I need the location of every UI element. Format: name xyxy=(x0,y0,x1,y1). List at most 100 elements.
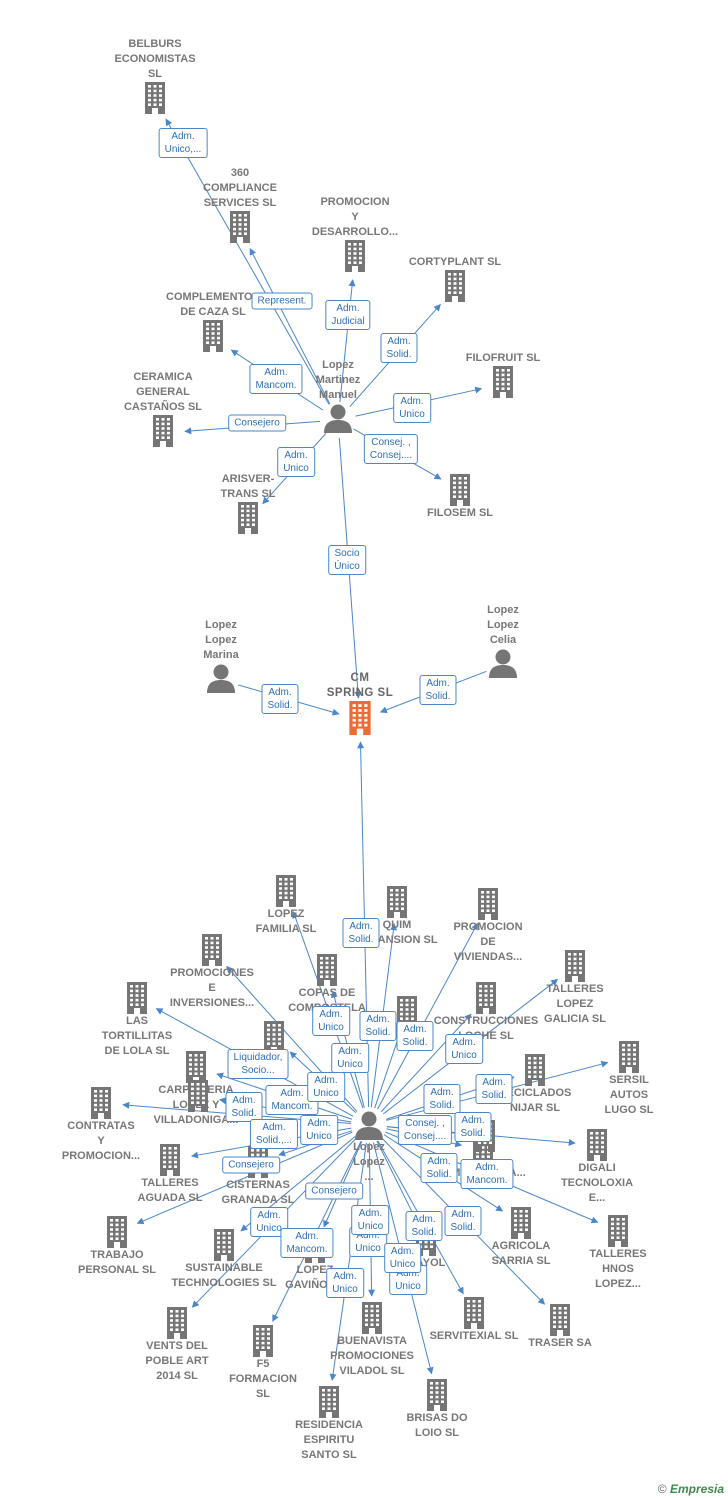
edge-role-label[interactable]: Adm. Unico xyxy=(393,393,431,423)
edge-role-label[interactable]: Consejero xyxy=(222,1156,280,1174)
building-icon xyxy=(427,1379,447,1411)
company-node[interactable]: AGRICOLA SARRIA SL xyxy=(461,1207,581,1269)
company-node[interactable]: CERAMICA GENERAL CASTAÑOS SL xyxy=(103,370,223,447)
company-node[interactable]: BRISAS DO LOIO SL xyxy=(377,1379,497,1441)
company-node[interactable]: FILOFRUIT SL xyxy=(443,351,563,398)
company-node[interactable]: RESIDENCIA ESPIRITU SANTO SL xyxy=(269,1386,389,1463)
edge-role-label[interactable]: Socio Único xyxy=(328,545,366,575)
edge-role-label[interactable]: Adm. Unico xyxy=(331,1043,369,1073)
person-node[interactable]: Lopez Lopez Celia xyxy=(443,603,563,678)
company-node[interactable]: ARISVER- TRANS SL xyxy=(188,472,308,534)
company-node[interactable]: TALLERES LOPEZ GALICIA SL xyxy=(515,950,635,1027)
edge-role-label[interactable]: Adm. Solid. xyxy=(454,1112,492,1142)
building-icon xyxy=(464,1297,484,1329)
edge-role-label[interactable]: Adm. Solid. xyxy=(419,675,457,705)
edge-role-label[interactable]: Adm. Unico xyxy=(307,1072,345,1102)
edge-role-label[interactable]: Adm. Solid.,... xyxy=(249,1119,299,1149)
building-icon xyxy=(202,934,222,966)
edge-line xyxy=(376,1140,417,1221)
edge-role-label[interactable]: Adm. Unico xyxy=(300,1115,338,1145)
edge-role-label[interactable]: Adm. Judicial xyxy=(325,300,371,330)
company-node[interactable]: TALLERES HNOS LOPEZ... xyxy=(558,1215,678,1292)
edge-role-label[interactable]: Adm. Solid. xyxy=(396,1021,434,1051)
edge-role-label[interactable]: Adm. Solid. xyxy=(475,1074,513,1104)
node-label: TALLERES HNOS LOPEZ... xyxy=(589,1248,647,1290)
company-node[interactable]: F5 FORMACION SL xyxy=(203,1325,323,1402)
company-node[interactable] xyxy=(138,1080,258,1112)
company-node[interactable]: SUSTAINABLE TECHNOLOGIES SL xyxy=(164,1229,284,1291)
building-icon xyxy=(317,954,337,986)
company-node[interactable]: COMPLEMENTOS DE CAZA SL xyxy=(153,290,273,352)
node-label: AGRICOLA SARRIA SL xyxy=(491,1240,551,1267)
edge-role-label[interactable]: Adm. Mancom. xyxy=(280,1228,334,1258)
company-node[interactable]: VENTS DEL POBLE ART 2014 SL xyxy=(117,1307,237,1384)
node-label: BRISAS DO LOIO SL xyxy=(406,1412,468,1439)
edge-role-label[interactable]: Adm. Solid. xyxy=(261,684,299,714)
edge-role-label[interactable]: Adm. Solid. xyxy=(444,1206,482,1236)
company-node[interactable]: LOPEZ FAMILIA SL xyxy=(226,875,346,937)
edge-role-label[interactable]: Adm. Unico xyxy=(312,1006,350,1036)
building-icon xyxy=(362,1302,382,1334)
node-label: Lopez Lopez ... xyxy=(353,1141,385,1183)
edge-role-label[interactable]: Adm. Solid. xyxy=(359,1011,397,1041)
node-label: TRABAJO PERSONAL SL xyxy=(77,1249,157,1276)
node-label: Lopez Lopez Marina xyxy=(203,619,239,661)
edge-role-label[interactable]: Consej. , Consej.... xyxy=(397,1115,453,1146)
edge-role-label[interactable]: Adm. Mancom. xyxy=(249,364,303,394)
edge-role-label[interactable]: Adm. Unico xyxy=(445,1034,483,1064)
company-node[interactable]: PROMOCIONES E INVERSIONES... xyxy=(152,934,272,1011)
node-label: COMPLEMENTOS DE CAZA SL xyxy=(166,291,260,318)
company-node[interactable]: CONTRATAS Y PROMOCION... xyxy=(41,1087,161,1164)
company-node[interactable] xyxy=(214,1021,334,1053)
company-node[interactable]: DIGALI TECNOLOXIA E... xyxy=(537,1129,657,1206)
company-node[interactable]: TALLERES AGUADA SL xyxy=(110,1144,230,1206)
edge-role-label[interactable]: Adm. Unico xyxy=(351,1204,390,1235)
company-node[interactable]: PROMOCION Y DESARROLLO... xyxy=(295,195,415,272)
edge-role-label[interactable]: Adm. Solid. xyxy=(342,918,380,948)
building-icon xyxy=(476,982,496,1014)
edge-role-label[interactable]: Liquidador, Socio... xyxy=(227,1049,289,1079)
edge-role-label[interactable]: Adm. Solid. xyxy=(420,1153,458,1183)
node-label: CISTERNAS GRANADA SL xyxy=(221,1179,295,1206)
edge-role-label[interactable]: Consejero xyxy=(305,1182,363,1200)
company-node[interactable]: SERVITEXIAL SL xyxy=(414,1297,534,1344)
edge-role-label[interactable]: Adm. Solid. xyxy=(423,1084,461,1114)
building-icon xyxy=(349,701,371,735)
company-node[interactable]: BELBURS ECONOMISTAS SL xyxy=(95,37,215,114)
target-company-node[interactable]: CM SPRING SL xyxy=(300,671,420,735)
brand-logo: Empresia xyxy=(669,1482,724,1496)
edge-role-label[interactable]: Represent. xyxy=(251,292,313,310)
building-icon xyxy=(550,1304,570,1336)
building-icon xyxy=(450,474,470,506)
node-label: CM SPRING SL xyxy=(326,672,394,699)
company-node[interactable]: RECICLADOS NIJAR SL xyxy=(475,1054,595,1116)
person-node[interactable]: Lopez Lopez Marina xyxy=(161,618,281,693)
node-label: PROMOCION DE VIVIENDAS... xyxy=(453,921,523,963)
edge-role-label[interactable]: Adm. Unico xyxy=(326,1268,364,1298)
company-node[interactable]: TRASER SA xyxy=(500,1304,620,1351)
company-node[interactable]: PROMOCION DE VIVIENDAS... xyxy=(428,888,548,965)
edge-role-label[interactable]: Consej. , Consej.... xyxy=(363,434,419,464)
company-node[interactable]: 360 COMPLIANCE SERVICES SL xyxy=(180,166,300,243)
company-node[interactable]: BUENAVISTA PROMOCIONES VILADOL SL xyxy=(312,1302,432,1379)
company-node[interactable]: LAS TORTILLITAS DE LOLA SL xyxy=(77,982,197,1059)
edge-role-label[interactable]: Adm. Solid. xyxy=(405,1211,443,1241)
company-node[interactable]: TRABAJO PERSONAL SL xyxy=(57,1216,177,1278)
edge-line xyxy=(329,1142,367,1381)
person-node[interactable]: Lopez Martinez Manuel xyxy=(278,358,398,433)
node-label: SERSIL AUTOS LUGO SL xyxy=(604,1074,654,1116)
person-icon xyxy=(355,1111,383,1140)
edge-role-label[interactable]: Adm. Unico,... xyxy=(158,128,208,158)
edge-role-label[interactable]: Adm. Unico xyxy=(277,447,315,477)
edge-role-label[interactable]: Adm. Solid. xyxy=(225,1092,263,1122)
edge-role-label[interactable]: Adm. Solid. xyxy=(380,333,418,363)
company-node[interactable] xyxy=(347,996,467,1028)
edge-role-label[interactable]: Adm. Mancom. xyxy=(460,1159,514,1189)
company-node[interactable]: CORTYPLANT SL xyxy=(395,255,515,302)
company-node[interactable]: CISTERNAS GRANADA SL xyxy=(198,1146,318,1208)
person-node[interactable]: Lopez Lopez ... xyxy=(309,1110,429,1185)
edge-role-label[interactable]: Consejero xyxy=(228,414,286,432)
edge-role-label[interactable]: Adm. Unico xyxy=(383,1243,422,1274)
company-node[interactable]: FILOSEM SL xyxy=(400,474,520,521)
company-node[interactable]: SERSIL AUTOS LUGO SL xyxy=(569,1041,689,1118)
